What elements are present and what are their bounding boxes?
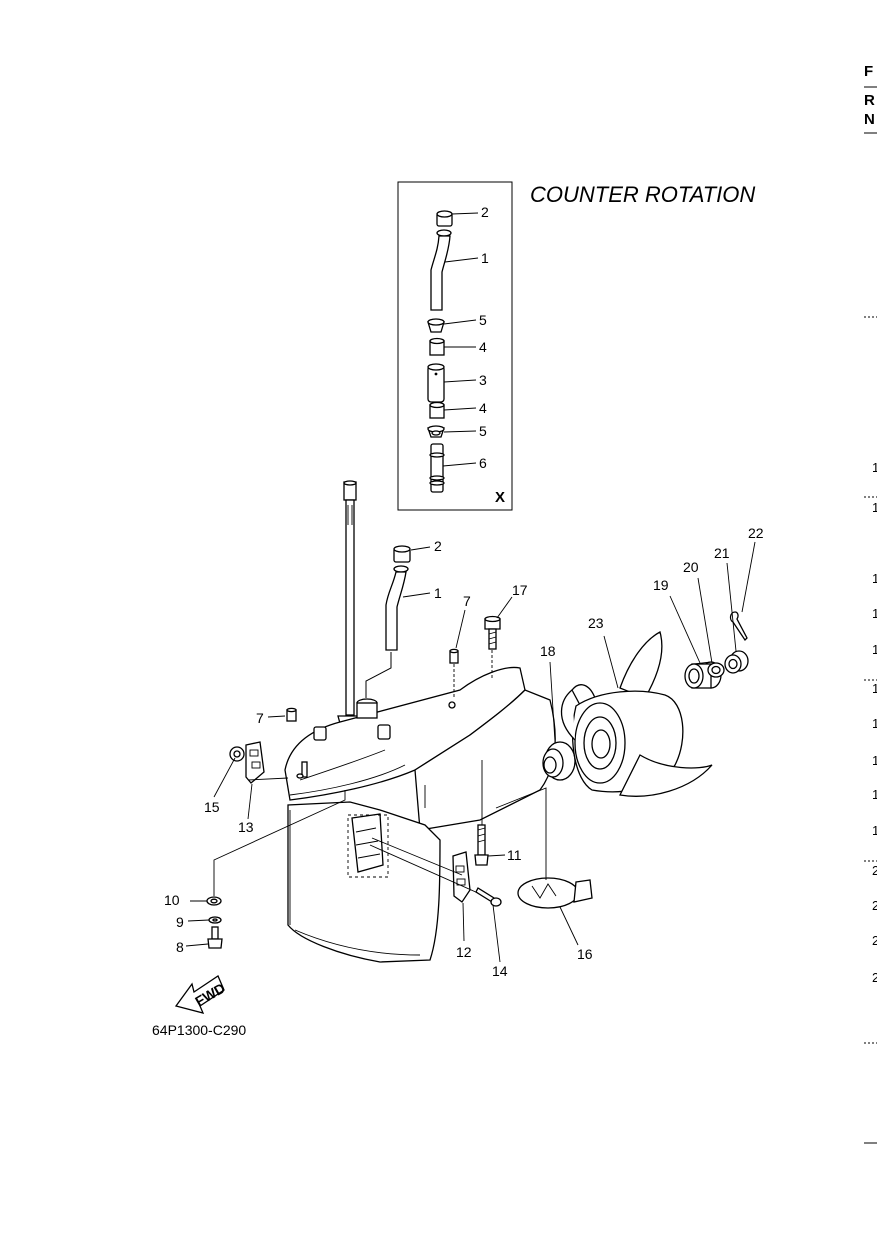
callout-22: 22 — [748, 525, 764, 541]
callout-9: 9 — [176, 914, 184, 930]
part-7-dowel-right — [449, 648, 459, 698]
edge-row-5: 1 — [872, 642, 877, 657]
inset-callout-4-bottom: 4 — [479, 400, 487, 416]
inset-box: X — [397, 181, 513, 511]
edge-row-2: 1 — [872, 500, 877, 515]
inset-callout-5-bottom: 5 — [479, 423, 487, 439]
inset-callout-5-top: 5 — [479, 312, 487, 328]
part-22-cotter-pin — [729, 611, 748, 642]
callout-8: 8 — [176, 939, 184, 955]
callout-17: 17 — [512, 582, 528, 598]
edge-header-R: R — [864, 92, 875, 109]
edge-row-3: 1 — [872, 571, 877, 586]
callout-23: 23 — [588, 615, 604, 631]
leader-lines — [185, 541, 756, 963]
edge-row-14: 2 — [872, 970, 877, 985]
callout-14: 14 — [492, 963, 508, 979]
callout-7-left: 7 — [256, 710, 264, 726]
part-20-washer — [707, 662, 725, 678]
inset-callout-2: 2 — [481, 204, 489, 220]
callout-11: 11 — [507, 847, 522, 863]
edge-row-4: 1 — [872, 606, 877, 621]
part-16-anode-plate — [517, 877, 593, 909]
inset-label: X — [495, 489, 505, 506]
inset-part-1-water-tube — [430, 235, 451, 311]
callout-2: 2 — [434, 538, 442, 554]
edge-header-N: N — [864, 111, 875, 128]
callout-15: 15 — [204, 799, 220, 815]
inset-part-2-grommet — [436, 210, 453, 237]
part-14-screw — [475, 887, 502, 907]
callout-19: 19 — [653, 577, 669, 593]
callout-16: 16 — [577, 946, 593, 962]
inset-part-5-seal-top — [427, 318, 445, 333]
inset-callout-1: 1 — [481, 250, 489, 266]
inset-part-4-bushing-bottom — [429, 401, 445, 419]
figure-code: 64P1300-C290 — [152, 1022, 246, 1038]
part-17-bolt — [484, 615, 501, 678]
callout-12: 12 — [456, 944, 472, 960]
part-9-washer — [208, 916, 222, 924]
part-13-anode — [245, 741, 265, 784]
edge-header-F: F — [864, 63, 873, 80]
drive-shaft — [337, 480, 363, 728]
fwd-arrow-icon: FWD — [174, 975, 228, 1014]
edge-row-10: 1 — [872, 823, 877, 838]
edge-row-9: 1 — [872, 787, 877, 802]
part-1-water-tube — [385, 571, 407, 651]
inset-callout-6: 6 — [479, 455, 487, 471]
edge-row-11: 2 — [872, 863, 877, 878]
callout-7-top: 7 — [463, 593, 471, 609]
part-10-washer — [206, 896, 222, 906]
gear-case-housing — [284, 666, 556, 963]
diagram-title: COUNTER ROTATION — [530, 182, 755, 207]
edge-row-1: 1 — [872, 460, 877, 475]
part-15-plug — [229, 746, 245, 762]
right-edge-table-fragment: F R N 1 1 1 1 1 1 1 1 1 1 2 2 2 2 — [864, 63, 877, 1144]
inset-part-3-sleeve — [427, 363, 445, 403]
inset-callout-3: 3 — [479, 372, 487, 388]
part-18-thrust-washer — [542, 741, 576, 781]
part-2-grommet — [393, 545, 411, 573]
edge-row-6: 1 — [872, 681, 877, 696]
callout-1: 1 — [434, 585, 442, 601]
inset-part-6-pipe — [429, 443, 445, 493]
edge-row-8: 1 — [872, 753, 877, 768]
callout-20: 20 — [683, 559, 699, 575]
edge-row-13: 2 — [872, 933, 877, 948]
edge-row-12: 2 — [872, 898, 877, 913]
part-11-bolt — [474, 824, 489, 866]
callout-21: 21 — [714, 545, 730, 561]
inset-callout-4-top: 4 — [479, 339, 487, 355]
part-19-spacer — [684, 661, 722, 689]
edge-row-7: 1 — [872, 716, 877, 731]
callout-13: 13 — [238, 819, 254, 835]
part-12-anode — [452, 851, 471, 903]
inset-part-5-seal-bottom — [427, 425, 445, 438]
part-21-prop-nut — [724, 650, 749, 674]
callout-10: 10 — [164, 892, 180, 908]
part-7-dowel-left — [286, 707, 297, 722]
callout-18: 18 — [540, 643, 556, 659]
part-23-propeller — [560, 631, 713, 797]
inset-part-4-bushing-top — [429, 337, 445, 356]
part-8-bolt — [207, 926, 223, 949]
